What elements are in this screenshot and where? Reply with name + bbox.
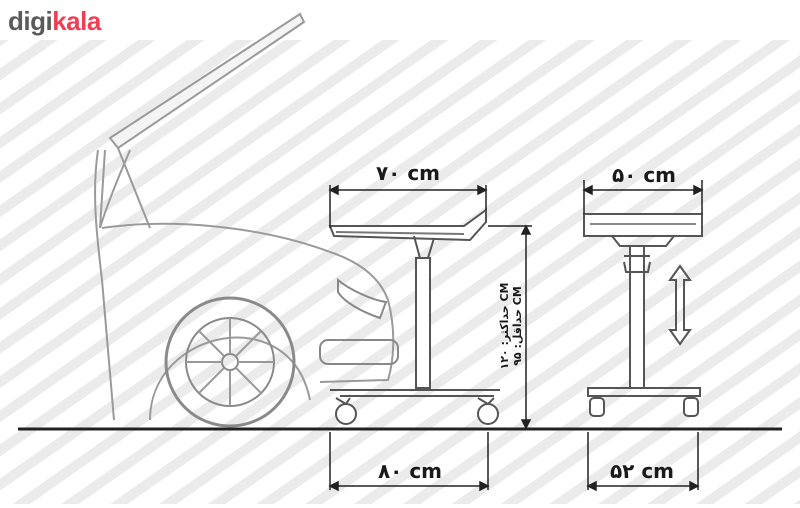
dimension-top-left (328, 184, 488, 228)
width-label-bottom-left: ۸۰ cm (378, 459, 442, 483)
digikala-logo: digikala (8, 6, 101, 36)
up-down-arrow-icon (668, 264, 692, 346)
width-label-bottom-right: ۵۲ cm (610, 459, 674, 483)
dimension-top-right (582, 180, 704, 214)
width-label-top-left: ۷۰ cm (376, 161, 440, 185)
dimension-height (488, 224, 532, 430)
stand-front-view (583, 213, 703, 417)
car-outline (94, 12, 399, 428)
logo-part-1: digi (8, 6, 53, 36)
dimension-bottom-left (328, 432, 490, 492)
stand-side-view (328, 208, 500, 425)
height-min-label: حداقل: ۹۵ CM (511, 286, 524, 366)
background-stripes (0, 40, 800, 504)
dimension-bottom-right (586, 432, 700, 492)
width-label-top-right: ۵۰ cm (612, 163, 676, 187)
height-max-label: حداکثر: ۱۲۰ CM (498, 282, 511, 369)
logo-part-2: kala (52, 6, 101, 36)
